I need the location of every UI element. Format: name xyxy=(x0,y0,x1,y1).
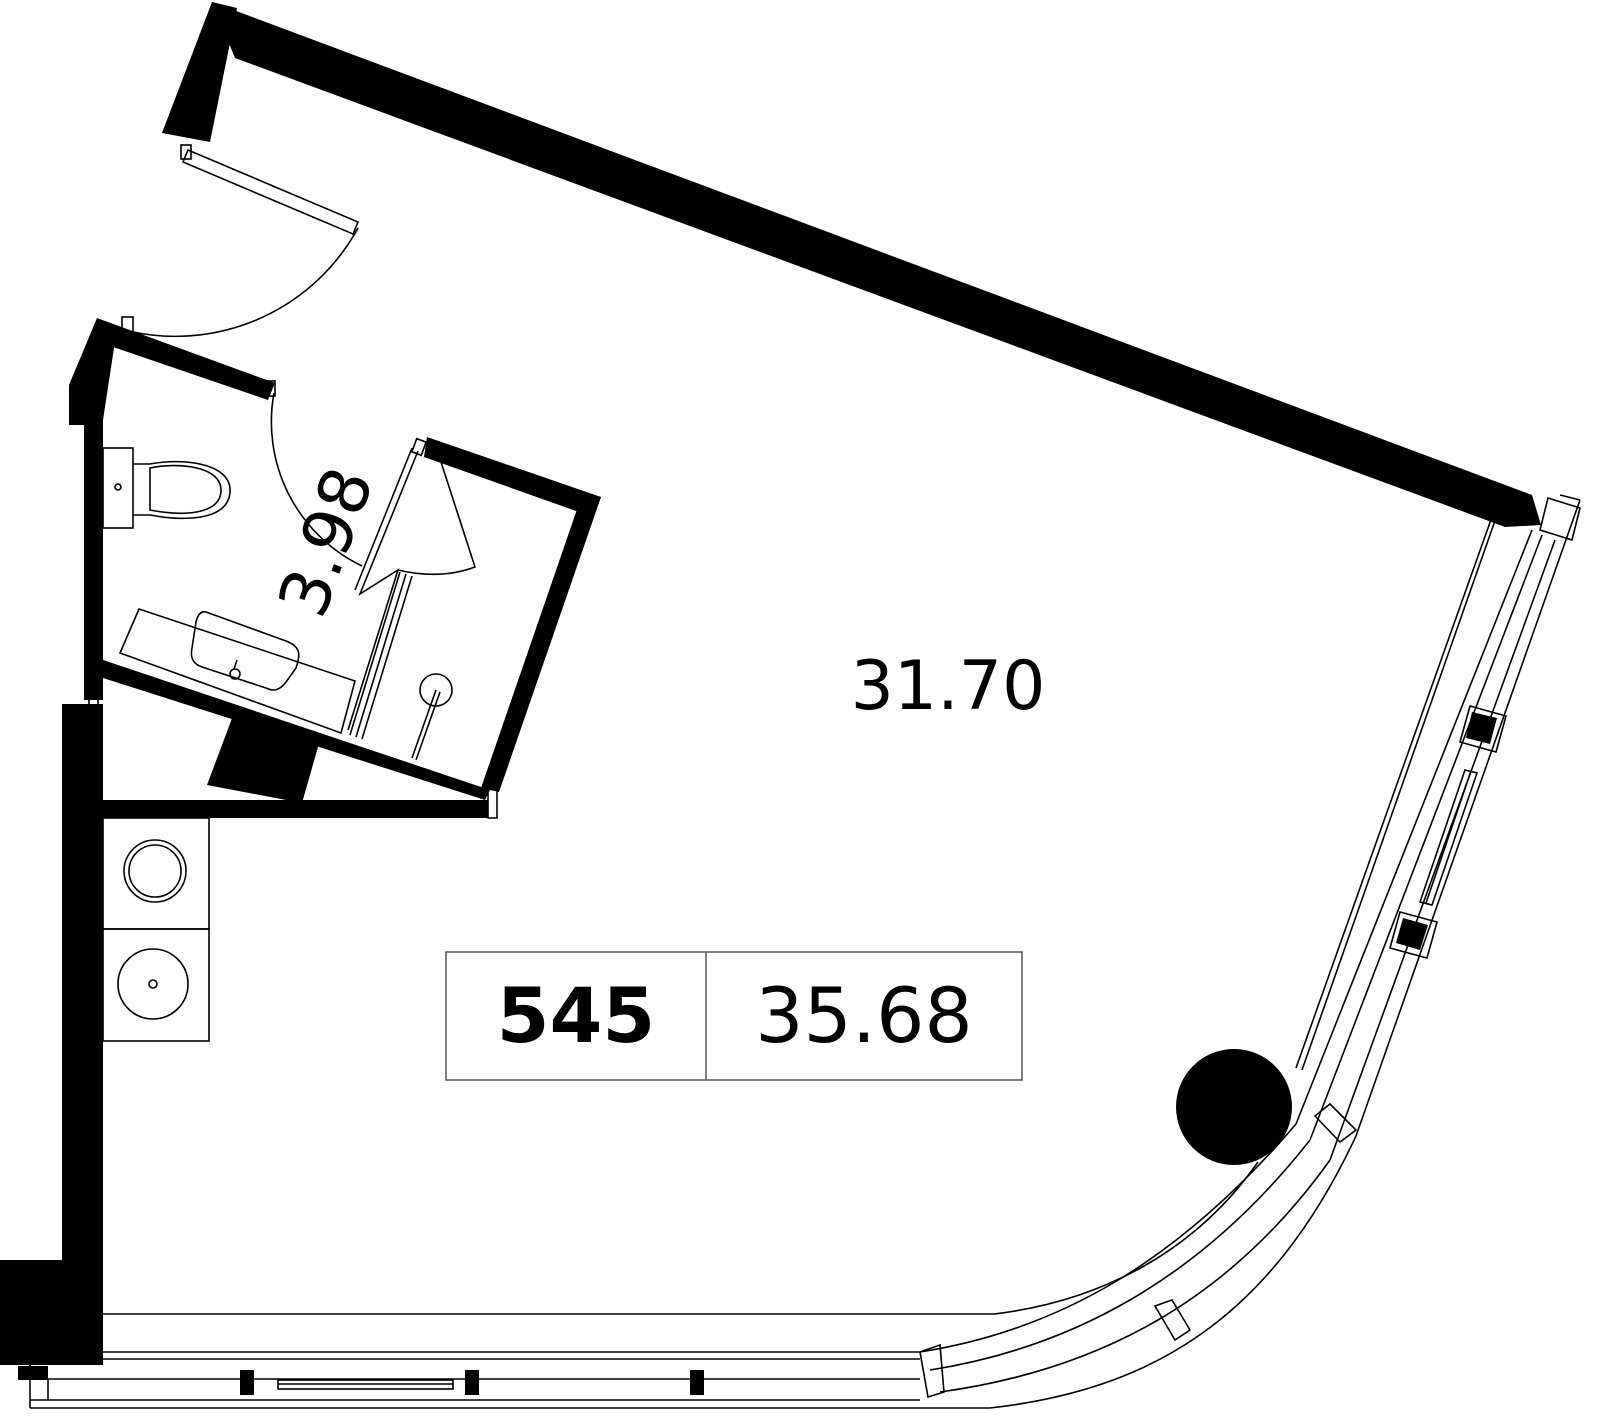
thin-lines xyxy=(29,144,1581,1409)
shower-glass-2 xyxy=(355,573,407,738)
wall-bathroom-bottom xyxy=(103,660,490,800)
apartment-badge-frame xyxy=(445,951,1023,1081)
window-curve-inner xyxy=(993,1161,1259,1315)
wall-left-foot xyxy=(18,1366,48,1380)
window-curve-b xyxy=(929,1139,1311,1371)
basin-tap xyxy=(233,659,238,670)
wall-left-upper xyxy=(84,420,103,700)
mullion-1 xyxy=(240,1370,254,1395)
structural-column xyxy=(1176,1049,1292,1165)
shower-drain xyxy=(419,673,453,707)
wall-corridor-top xyxy=(103,800,488,818)
window-sash-right-post-2 xyxy=(1389,911,1438,959)
mullion-2 xyxy=(465,1370,479,1395)
shower-head-2 xyxy=(415,691,441,761)
apartment-number: 545 xyxy=(497,971,656,1060)
window-right-cap xyxy=(1539,496,1581,542)
vanity-counter xyxy=(118,608,356,735)
basin-drain xyxy=(229,668,241,680)
wall-shower-top xyxy=(424,437,601,517)
wall-entry-stub xyxy=(162,2,237,142)
window-corner-post-3 xyxy=(919,1343,945,1399)
kitchen-sink-drain xyxy=(148,979,158,989)
kitchen-counter-upper xyxy=(102,817,210,930)
entry-door-jamb xyxy=(180,144,192,160)
shower-glass-3 xyxy=(361,575,413,740)
kitchen-sink[interactable] xyxy=(117,948,189,1020)
toilet-tank xyxy=(102,447,134,529)
shower-partition-inner xyxy=(354,447,413,591)
living-area-label: 31.70 xyxy=(851,647,1046,726)
cooktop-burner[interactable] xyxy=(123,839,187,903)
window-right-d xyxy=(1329,539,1556,1161)
total-area: 35.68 xyxy=(755,971,973,1060)
toilet-bowl xyxy=(133,460,231,520)
walls xyxy=(0,2,1541,1395)
toilet-flush xyxy=(114,483,122,491)
wall-bathroom-pillar xyxy=(207,705,320,803)
toilet-bowl-inner xyxy=(149,464,222,515)
wall-bathroom-left xyxy=(69,318,114,425)
window-right-e xyxy=(1355,499,1581,1137)
shower-door-swing xyxy=(397,461,476,576)
entry-door-leaf[interactable] xyxy=(181,148,360,236)
wall-left xyxy=(62,704,103,1359)
cooktop-burner-inner xyxy=(128,844,182,898)
kitchen-counter-lower xyxy=(102,928,210,1042)
window-curve-a xyxy=(919,1123,1297,1353)
window-curve-c xyxy=(939,1159,1331,1393)
shower-glass-1 xyxy=(349,571,401,736)
wall-shower-right xyxy=(481,492,601,792)
window-right-a xyxy=(1301,514,1498,1071)
window-corner-post-2 xyxy=(1313,1102,1358,1144)
entry-door-jamb-lower xyxy=(121,316,134,334)
window-right-b xyxy=(1295,529,1533,1125)
window-corner-post-1 xyxy=(1153,1299,1192,1342)
mullion-3 xyxy=(690,1370,704,1395)
window-sash-right-post-1 xyxy=(1459,705,1507,753)
entry-door-swing xyxy=(132,227,359,338)
shower-head xyxy=(411,689,437,759)
window-right-inner xyxy=(1295,513,1494,1069)
corridor-return xyxy=(487,790,498,819)
wall-left-bottom-block xyxy=(0,1260,103,1365)
washbasin xyxy=(190,611,300,691)
shower-jamb xyxy=(410,437,428,457)
window-sash-right-1[interactable] xyxy=(1418,769,1479,906)
wall-bathroom-top xyxy=(97,318,275,400)
window-right-f xyxy=(1559,494,1581,501)
window-sash-right-1-line xyxy=(1425,770,1472,904)
shower-partition xyxy=(347,450,419,731)
wall-top-diagonal xyxy=(212,2,1541,527)
window-right-c xyxy=(1309,534,1543,1141)
mullion-4 xyxy=(1466,712,1497,744)
bathroom-door-swing xyxy=(270,392,363,567)
window-curve-d xyxy=(989,1135,1357,1409)
apartment-badge: 545 35.68 xyxy=(445,951,1023,1081)
bathroom-door-jamb xyxy=(265,380,276,397)
